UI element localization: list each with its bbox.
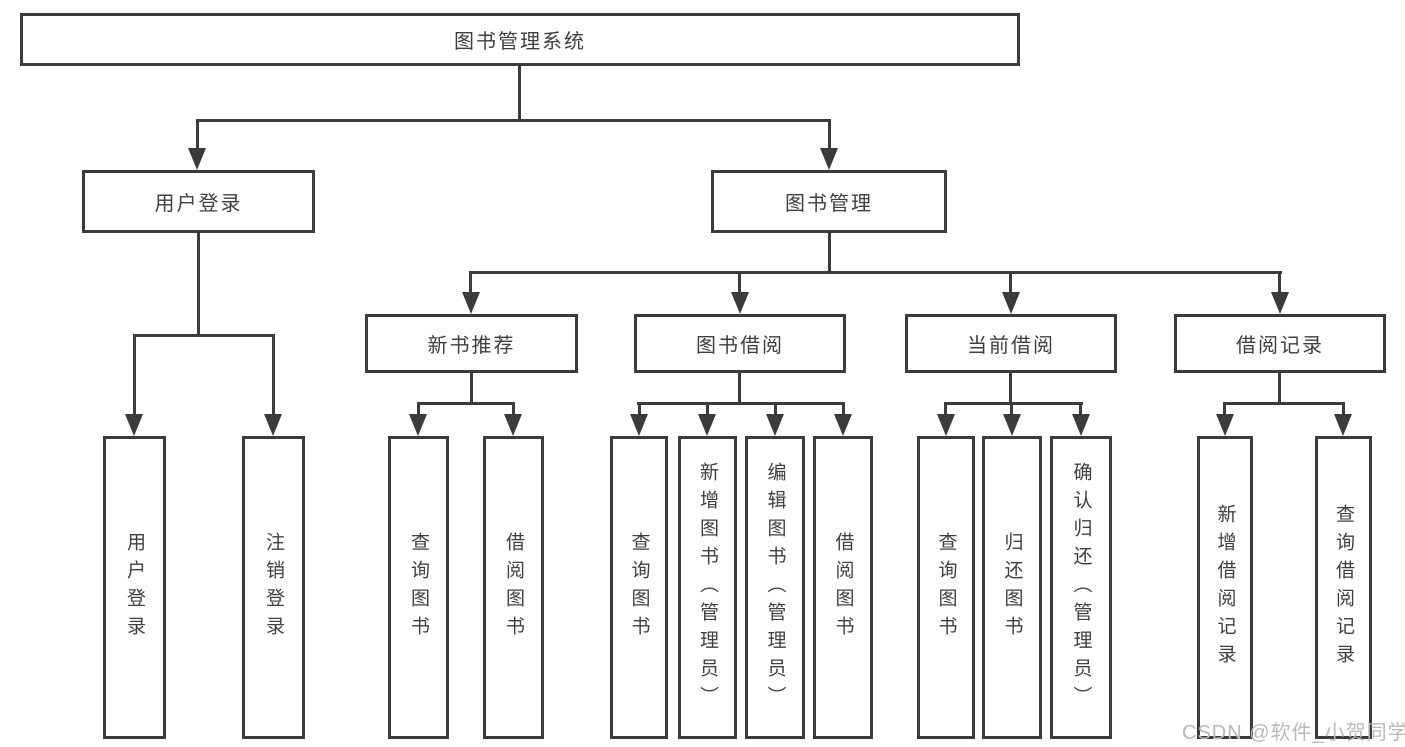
node-label: 当前借阅 bbox=[967, 335, 1055, 357]
leaf-label: 用户登录 bbox=[124, 531, 145, 644]
arrowhead-down bbox=[504, 414, 522, 436]
connector-hline bbox=[1223, 402, 1345, 405]
leaf-label: 新增借阅记录 bbox=[1214, 503, 1236, 672]
leaf-query-borrow-record: 查询借阅记录 bbox=[1315, 436, 1372, 739]
leaf-add-borrow-record: 新增借阅记录 bbox=[1197, 436, 1253, 739]
leaf-confirm-return-admin: 确认归还（管理员） bbox=[1050, 436, 1112, 739]
connector-vline bbox=[1079, 402, 1082, 415]
connector-vline bbox=[1010, 402, 1013, 415]
node-book-borrowing: 图书借阅 bbox=[634, 314, 846, 373]
connector-hline bbox=[417, 402, 515, 405]
connector-vline bbox=[1009, 373, 1012, 405]
leaf-borrow-books: 借阅图书 bbox=[813, 436, 873, 739]
leaf-query-books-current: 查询图书 bbox=[917, 436, 975, 739]
connector-vline bbox=[1278, 373, 1281, 405]
leaf-label: 查询图书 bbox=[935, 531, 957, 644]
arrowhead-down bbox=[1003, 414, 1021, 436]
leaf-label: 编辑图书（管理员） bbox=[764, 461, 786, 714]
leaf-label: 注销登录 bbox=[263, 531, 284, 644]
connector-vline bbox=[197, 233, 200, 336]
leaf-query-books-recommend: 查询图书 bbox=[388, 436, 449, 739]
arrowhead-down bbox=[1002, 292, 1020, 314]
connector-hline bbox=[470, 271, 1282, 274]
leaf-borrow-books-recommend: 借阅图书 bbox=[483, 436, 544, 739]
leaf-label: 查询图书 bbox=[408, 531, 429, 644]
connector-vline bbox=[470, 373, 473, 405]
arrowhead-down bbox=[937, 414, 955, 436]
node-label: 图书管理 bbox=[785, 193, 873, 215]
leaf-query-books-borrowing: 查询图书 bbox=[610, 436, 668, 739]
connector-vline bbox=[196, 119, 199, 150]
leaf-label: 借阅图书 bbox=[832, 531, 854, 644]
connector-hline bbox=[637, 402, 845, 405]
leaf-edit-books-admin: 编辑图书（管理员） bbox=[745, 436, 805, 739]
node-library-system: 图书管理系统 bbox=[20, 13, 1020, 66]
node-borrowing-records: 借阅记录 bbox=[1174, 314, 1386, 373]
arrowhead-down bbox=[462, 292, 480, 314]
connector-vline bbox=[738, 373, 741, 405]
connector-vline bbox=[272, 334, 275, 414]
connector-vline bbox=[518, 66, 521, 121]
arrowhead-down bbox=[820, 148, 838, 170]
connector-hline bbox=[944, 402, 1083, 405]
connector-vline bbox=[828, 233, 831, 273]
arrowhead-down bbox=[1072, 414, 1090, 436]
leaf-logout-login: 注销登录 bbox=[242, 436, 305, 739]
node-label: 图书借阅 bbox=[696, 335, 784, 357]
leaf-label: 查询借阅记录 bbox=[1333, 503, 1354, 672]
node-label: 图书管理系统 bbox=[454, 31, 586, 53]
leaf-user-login: 用户登录 bbox=[103, 436, 166, 739]
connector-vline bbox=[706, 402, 709, 415]
connector-vline bbox=[512, 402, 515, 415]
connector-hline bbox=[197, 119, 831, 122]
arrowhead-down bbox=[409, 414, 427, 436]
connector-hline bbox=[133, 334, 275, 337]
watermark-text: CSDN @软件_小贺同学 bbox=[1182, 722, 1405, 744]
connector-vline bbox=[1009, 271, 1012, 293]
connector-vline bbox=[1342, 402, 1345, 415]
leaf-label: 确认归还（管理员） bbox=[1070, 461, 1092, 714]
connector-vline bbox=[774, 402, 777, 415]
leaf-label: 查询图书 bbox=[628, 531, 650, 644]
connector-vline bbox=[944, 402, 947, 415]
connector-vline bbox=[738, 271, 741, 293]
arrowhead-down bbox=[125, 414, 143, 436]
node-current-borrowing: 当前借阅 bbox=[905, 314, 1117, 373]
connector-vline bbox=[842, 402, 845, 415]
arrowhead-down bbox=[1334, 414, 1352, 436]
arrowhead-down bbox=[766, 414, 784, 436]
leaf-return-books: 归还图书 bbox=[982, 436, 1042, 739]
arrowhead-down bbox=[834, 414, 852, 436]
arrowhead-down bbox=[630, 414, 648, 436]
leaf-label: 借阅图书 bbox=[503, 531, 524, 644]
node-book-management: 图书管理 bbox=[711, 170, 947, 233]
connector-vline bbox=[1278, 271, 1281, 293]
node-label: 借阅记录 bbox=[1236, 335, 1324, 357]
leaf-label: 归还图书 bbox=[1001, 531, 1023, 644]
connector-vline bbox=[638, 402, 641, 415]
node-label: 新书推荐 bbox=[427, 335, 516, 357]
connector-vline bbox=[1223, 402, 1226, 415]
arrowhead-down bbox=[1216, 414, 1234, 436]
leaf-label: 新增图书（管理员） bbox=[697, 461, 718, 714]
arrowhead-down bbox=[1271, 292, 1289, 314]
arrowhead-down bbox=[264, 414, 282, 436]
connector-vline bbox=[828, 119, 831, 150]
node-label: 用户登录 bbox=[154, 193, 243, 215]
arrowhead-down bbox=[698, 414, 716, 436]
leaf-add-books-admin: 新增图书（管理员） bbox=[678, 436, 737, 739]
node-new-book-recommendation: 新书推荐 bbox=[365, 314, 578, 373]
node-user-login: 用户登录 bbox=[82, 170, 315, 233]
arrowhead-down bbox=[188, 148, 206, 170]
connector-vline bbox=[133, 334, 136, 414]
arrowhead-down bbox=[731, 292, 749, 314]
connector-vline bbox=[417, 402, 420, 415]
connector-vline bbox=[469, 271, 472, 293]
